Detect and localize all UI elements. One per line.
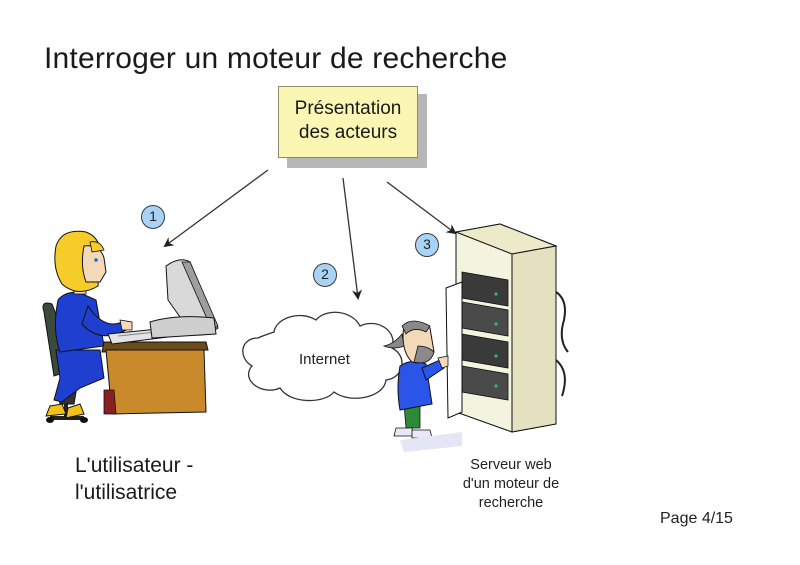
arrow-to-server [386,181,457,235]
server-label: Serveur web d'un moteur de recherche [446,456,576,513]
server-label-line-2: d'un moteur de [462,476,560,492]
note-line-2: des acteurs [298,122,398,143]
server-label-line-3: recherche [478,495,544,511]
internet-label: Internet [299,351,350,368]
arrow-to-user [163,169,269,248]
note-line-1: Présentation [294,98,402,119]
step-badge-2: 2 [313,263,337,287]
page-number: Page 4/15 [660,510,733,527]
step-badge-1: 1 [141,205,165,229]
presentation-note: Présentation des acteurs [278,86,418,158]
user-label-line-1: L'utilisateur - [75,454,194,477]
step-badge-3: 3 [415,233,439,257]
slide-title: Interroger un moteur de recherche [44,42,508,75]
user-label: L'utilisateur - l'utilisatrice [75,452,193,506]
server-label-line-1: Serveur web [470,457,552,473]
user-label-line-2: l'utilisatrice [75,481,178,504]
arrow-to-internet [342,177,362,300]
